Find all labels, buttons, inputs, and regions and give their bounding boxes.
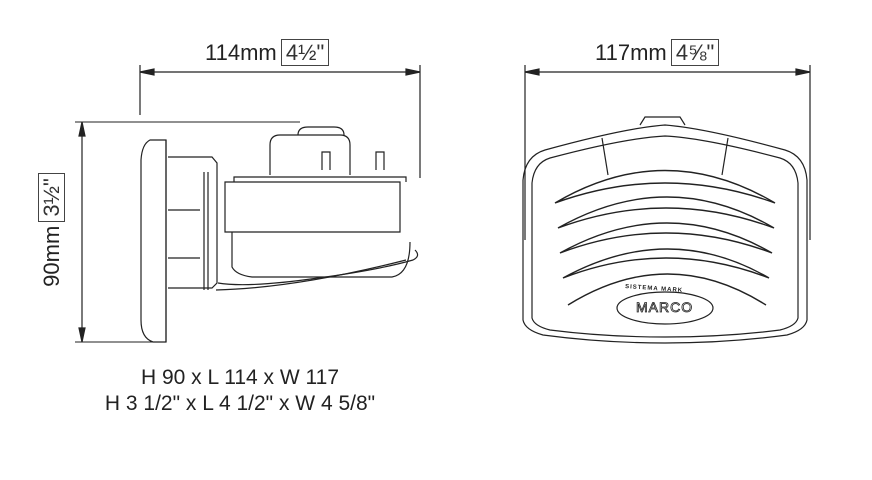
caption-imperial: H 3 1/2" x L 4 1/2" x W 4 5/8" — [104, 392, 376, 415]
length-label: 114mm 4½" — [205, 39, 328, 66]
height-mm: 90mm — [39, 225, 64, 287]
horn-side-view — [140, 126, 419, 343]
horn-front-view — [522, 116, 808, 344]
width-inches: 4⅝" — [672, 39, 718, 66]
caption-metric: H 90 x L 114 x W 117 — [140, 366, 340, 389]
length-dimension-line — [139, 65, 421, 178]
height-dimension-line — [75, 121, 300, 343]
length-inches: 4½" — [282, 39, 328, 66]
height-label: 90mm 3½" — [38, 161, 65, 301]
width-dimension-line — [524, 65, 811, 240]
length-mm: 114mm — [205, 40, 277, 65]
logo-brand: MARCO — [636, 299, 694, 316]
height-inches: 3½" — [38, 175, 65, 220]
width-label: 117mm 4⅝" — [595, 39, 718, 66]
width-mm: 117mm — [595, 40, 667, 65]
